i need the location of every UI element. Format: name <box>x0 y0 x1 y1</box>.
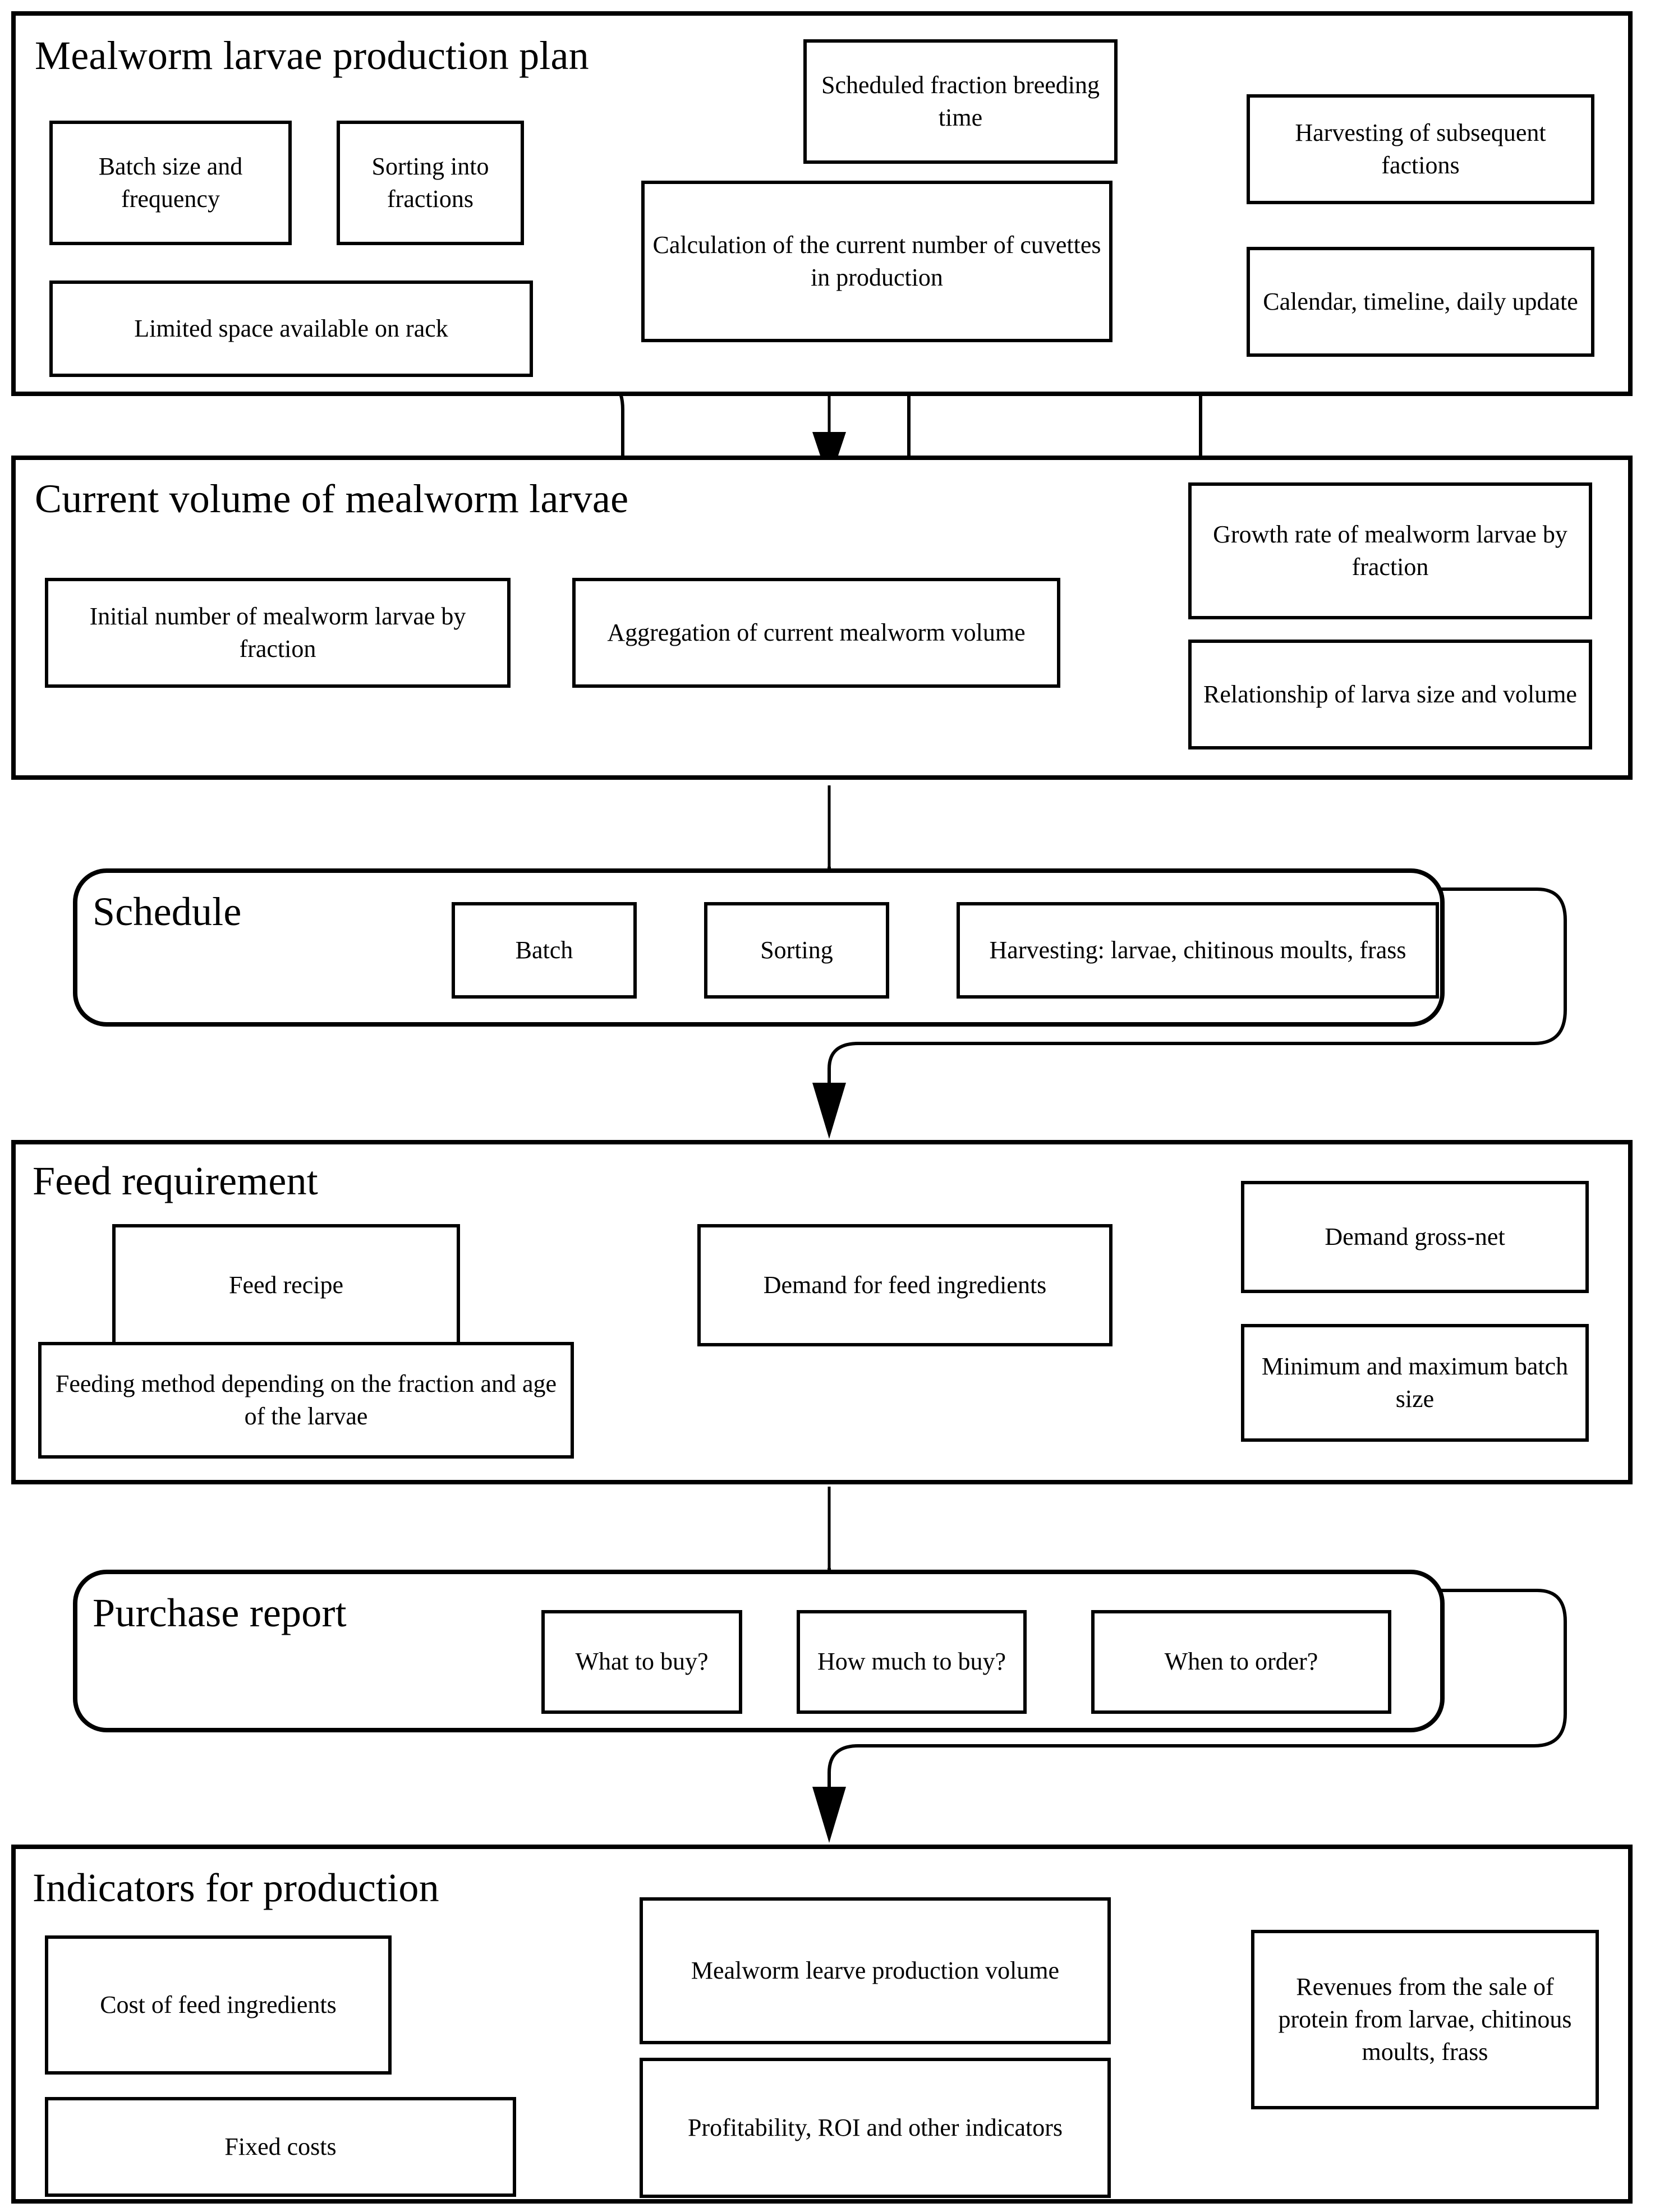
node-aggregation-current-volume[interactable]: Aggregation of current mealworm volume <box>572 578 1060 688</box>
node-batch-size-frequency[interactable]: Batch size and frequency <box>49 121 292 245</box>
stage-title-indicators-for-production: Indicators for production <box>33 1865 439 1910</box>
node-demand-for-feed-ingredients[interactable]: Demand for feed ingredients <box>697 1224 1112 1346</box>
node-initial-number-larvae[interactable]: Initial number of mealworm larvae by fra… <box>45 578 511 688</box>
node-demand-gross-net[interactable]: Demand gross-net <box>1241 1181 1589 1293</box>
stage-title-current-volume: Current volume of mealworm larvae <box>35 476 629 521</box>
stage-title-feed-requirement: Feed requirement <box>33 1158 318 1203</box>
stage-title-production-plan: Mealworm larvae production plan <box>35 33 589 78</box>
node-mealworm-production-volume[interactable]: Mealworm learve production volume <box>640 1897 1111 2044</box>
node-scheduled-fraction-breeding-time[interactable]: Scheduled fraction breeding time <box>803 39 1118 164</box>
node-calculation-current-cuvettes[interactable]: Calculation of the current number of cuv… <box>641 181 1112 342</box>
node-profitability-roi[interactable]: Profitability, ROI and other indicators <box>640 2058 1111 2198</box>
node-harvesting-subsequent-factions[interactable]: Harvesting of subsequent factions <box>1247 94 1594 204</box>
node-fixed-costs[interactable]: Fixed costs <box>45 2097 516 2197</box>
node-revenues-from-sale[interactable]: Revenues from the sale of protein from l… <box>1251 1930 1599 2109</box>
node-calendar-timeline-daily-update[interactable]: Calendar, timeline, daily update <box>1247 247 1594 357</box>
node-growth-rate-by-fraction[interactable]: Growth rate of mealworm larvae by fracti… <box>1188 482 1592 619</box>
node-schedule-batch[interactable]: Batch <box>452 902 637 999</box>
node-sorting-into-fractions[interactable]: Sorting into fractions <box>337 121 524 245</box>
node-how-much-to-buy[interactable]: How much to buy? <box>797 1610 1027 1714</box>
node-min-max-batch-size[interactable]: Minimum and maximum batch size <box>1241 1324 1589 1442</box>
node-larva-size-volume-relationship[interactable]: Relationship of larva size and volume <box>1188 640 1592 749</box>
arrowhead-bypass-to-feed <box>812 1083 846 1139</box>
node-cost-of-feed-ingredients[interactable]: Cost of feed ingredients <box>45 1935 392 2075</box>
node-schedule-sorting[interactable]: Sorting <box>704 902 889 999</box>
node-feeding-method[interactable]: Feeding method depending on the fraction… <box>38 1342 574 1459</box>
node-schedule-harvesting[interactable]: Harvesting: larvae, chitinous moults, fr… <box>957 902 1439 999</box>
node-limited-space-rack[interactable]: Limited space available on rack <box>49 280 533 377</box>
node-what-to-buy[interactable]: What to buy? <box>541 1610 742 1714</box>
node-feed-recipe[interactable]: Feed recipe <box>112 1224 460 1346</box>
arrowhead-bypass-to-indicators <box>812 1787 846 1843</box>
stage-title-purchase-report: Purchase report <box>93 1590 347 1635</box>
node-when-to-order[interactable]: When to order? <box>1091 1610 1391 1714</box>
stage-title-schedule: Schedule <box>93 889 242 934</box>
